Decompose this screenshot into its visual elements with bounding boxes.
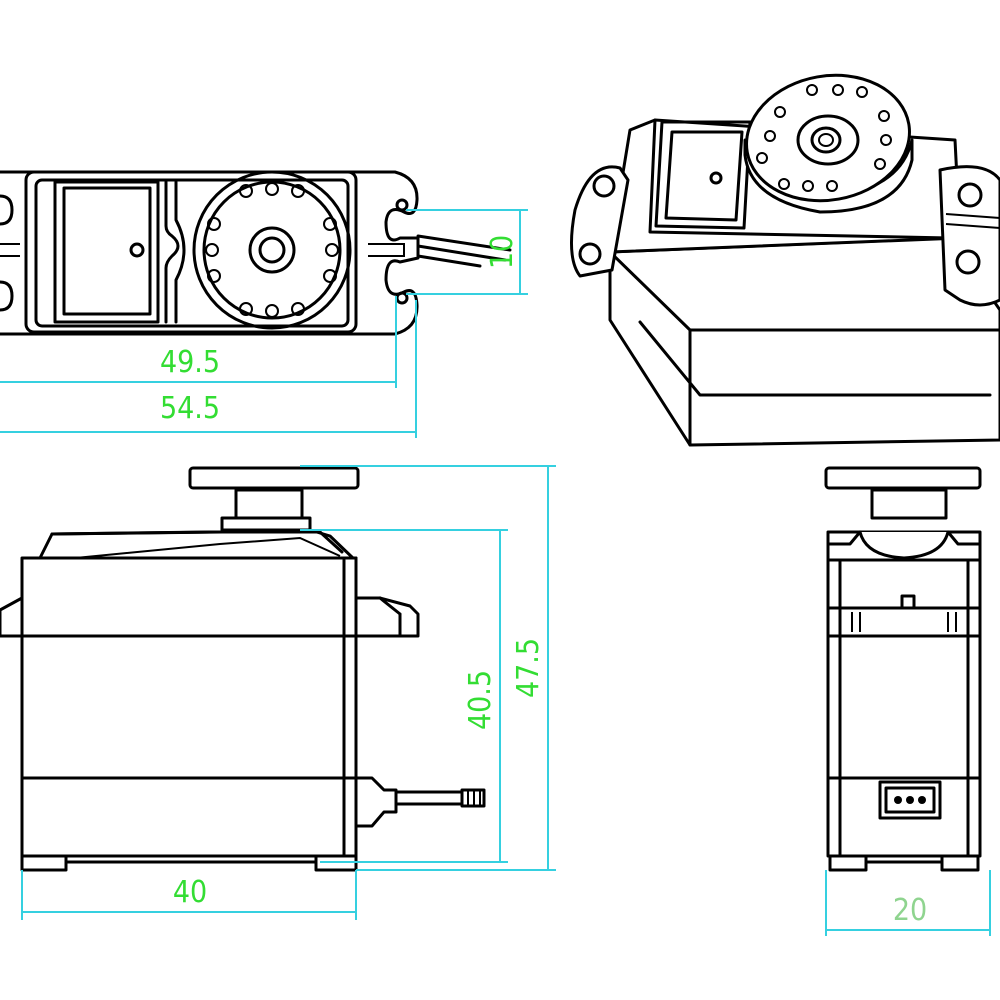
- side-view: [0, 466, 486, 872]
- dim-label-overall-length: 54.5: [160, 391, 220, 426]
- dim-label-case-length: 49.5: [160, 345, 220, 380]
- dim-label-body-depth: 20: [893, 893, 927, 928]
- end-view-dimensions: 20: [825, 870, 991, 936]
- side-view-dimensions: 40 40.5 47.5: [21, 465, 556, 920]
- dim-label-mount-spacing: 10: [485, 235, 520, 269]
- isometric-view: [570, 73, 1000, 447]
- dim-label-body-width: 40: [173, 875, 207, 910]
- top-view-dimensions: 10 49.5 54.5: [0, 209, 528, 438]
- dim-label-body-height: 40.5: [463, 670, 498, 730]
- dim-label-overall-height: 47.5: [511, 638, 546, 698]
- top-view: [0, 170, 512, 336]
- end-view: [824, 466, 982, 872]
